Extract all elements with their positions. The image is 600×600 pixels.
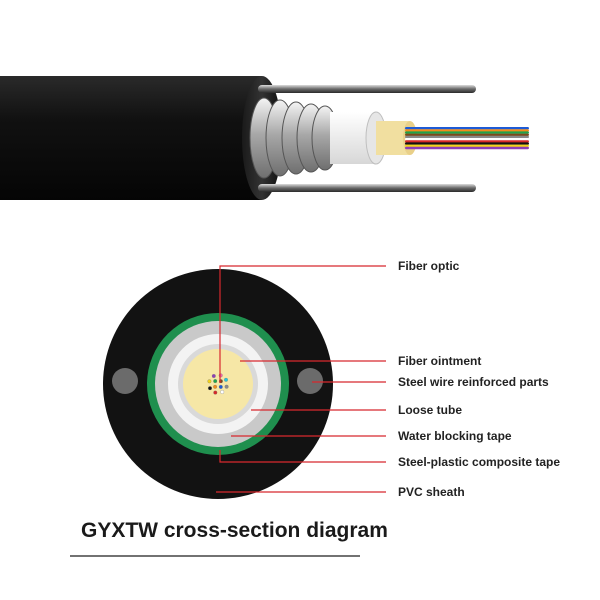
label-pvc-sheath: PVC sheath [398, 485, 465, 499]
fiber-strand [405, 140, 529, 143]
label-steel-wire: Steel wire reinforced parts [398, 375, 549, 389]
leader-lines [216, 265, 386, 493]
fiber-dot [213, 379, 218, 384]
fiber-dot [213, 384, 218, 389]
fibers-3d [405, 127, 529, 150]
fiber-strand [405, 127, 529, 130]
label-water-blocking: Water blocking tape [398, 429, 512, 443]
labels: Fiber optic Fiber ointment Steel wire re… [398, 259, 560, 499]
steel-wire-top [258, 85, 476, 93]
steel-wire-left [112, 368, 138, 394]
fiber-ointment-core [183, 349, 253, 419]
fiber-strand [405, 138, 529, 141]
fiber-dot [213, 390, 218, 395]
leader-fiber-optic [219, 265, 386, 383]
label-loose-tube: Loose tube [398, 403, 462, 417]
steel-wire-right [297, 368, 323, 394]
fiber-strand [405, 129, 529, 132]
steel-wire-bottom [258, 184, 476, 192]
fiber-dot [207, 379, 212, 384]
leader-steel-plastic [219, 450, 386, 463]
corrugated-steel-tape [249, 97, 339, 179]
fiber-strand [405, 146, 529, 150]
fiber-dot [211, 374, 216, 378]
fiber-strand [405, 142, 529, 145]
cross-section [103, 269, 333, 499]
label-fiber-ointment: Fiber ointment [398, 354, 481, 368]
fiber-strand [405, 144, 529, 147]
label-steel-plastic: Steel-plastic composite tape [398, 455, 560, 469]
fiber-dot [208, 386, 212, 391]
fiber-dot [224, 384, 229, 389]
diagram-title: GYXTW cross-section diagram [81, 519, 388, 542]
fiber-strand [405, 133, 529, 136]
fiber-dot [224, 377, 228, 382]
fiber-dot [218, 384, 223, 389]
fiber-strand [405, 131, 529, 134]
label-fiber-optic: Fiber optic [398, 259, 460, 273]
fiber-dot [220, 390, 225, 394]
cable-jacket [0, 76, 262, 200]
fiber-strand [405, 135, 529, 139]
cable-illustration [0, 76, 529, 200]
fiber-dots [207, 373, 229, 395]
